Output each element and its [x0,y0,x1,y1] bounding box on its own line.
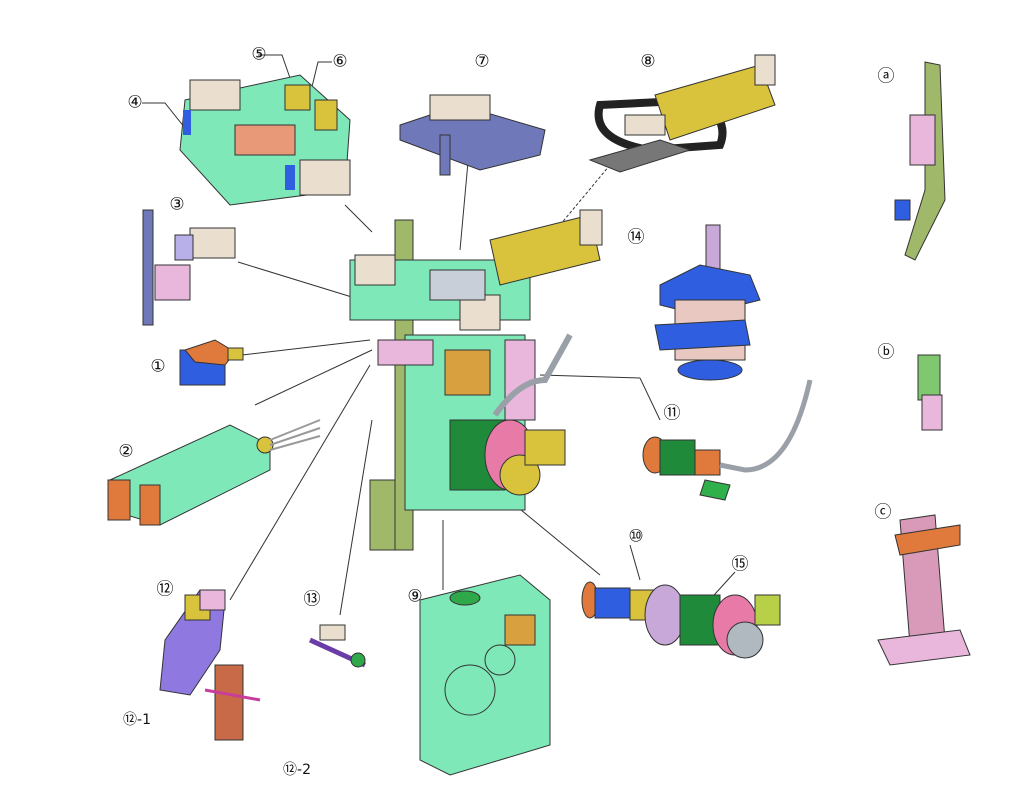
leader-line-13 [339,419,373,616]
label-part-8: ⑧ [640,51,656,72]
part-3-bracket [142,209,236,326]
label-part-3: ③ [169,194,185,215]
leader-line-11a [539,374,641,379]
leader-line-5 [258,54,291,79]
part-1-block [179,339,244,386]
part-4-6-cylinder-unit [179,74,351,206]
part-7-plate [399,94,546,176]
part-13-linkage [308,624,367,668]
main-assembly [349,209,603,551]
part-14-rotary-unit [654,224,761,381]
leader-line-12 [229,364,371,601]
leader-line-4 [344,204,373,233]
label-part-12: ⑫ [156,579,174,600]
part-2-base-slide [107,419,321,526]
label-part-12-2: ⑫-2 [283,762,311,778]
label-part-a: ⓐ [877,66,895,87]
part-b-block [917,354,943,431]
leader-line-2 [254,349,373,406]
label-part-1: ① [150,356,166,377]
label-part-4: ④ [127,92,143,113]
part-c-stand [877,514,971,666]
label-part-6: ⑥ [332,51,348,72]
label-part-13: ⑬ [303,589,321,610]
part-8-yellow-actuator [588,54,776,173]
part-10-15-motor-unit [581,581,781,659]
label-part-b: ⓑ [877,342,895,363]
label-part-2: ② [118,441,134,462]
label-part-11: ⑪ [663,403,681,424]
leader-line-8 [559,164,611,226]
part-12-1-bracket [159,589,226,696]
label-part-c: ⓒ [874,502,892,523]
label-part-5: ⑤ [251,44,267,65]
leader-lines [142,54,736,616]
label-part-15: ⑮ [731,554,749,575]
leader-line-11b [639,377,661,421]
part-9-gearbox-housing [419,574,551,776]
label-part-7: ⑦ [474,51,490,72]
label-part-12-1: ⑫-1 [123,712,151,728]
label-part-14: ⑭ [627,227,645,248]
leader-line-10b [629,544,641,581]
part-11-shaft-lever [642,379,813,501]
part-a-rail [894,61,946,261]
label-part-10: ⑩ [628,526,644,547]
leader-line-4b [142,102,186,129]
label-part-9: ⑨ [407,586,423,607]
leader-line-10 [514,504,601,576]
leader-line-3 [237,261,356,299]
leader-line-6 [309,61,332,96]
part-12-2-plate [204,664,261,741]
leader-line-1 [241,339,371,356]
